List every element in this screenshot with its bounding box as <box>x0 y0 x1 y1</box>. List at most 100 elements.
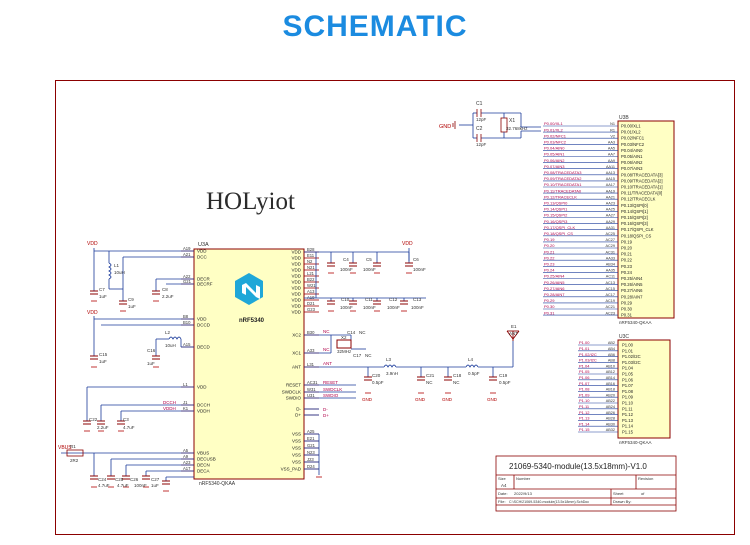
u3b-net-label: P0.28/AIN7 <box>544 292 565 297</box>
u3b-net-label: P0.07/AIN3 <box>544 164 565 169</box>
c22-label: C22 <box>89 417 98 422</box>
u3a-right-pin-number: E21 <box>307 436 315 441</box>
u3b-pin-number: AA23 <box>606 202 615 206</box>
c21-label: C21 <box>426 373 435 378</box>
u3b-net-label: P0.23 <box>544 262 555 267</box>
u3b-pin-number: AA19 <box>606 189 615 193</box>
c9-value: 1uF <box>128 304 136 309</box>
u3b-pin-name: P0.26/AIN5 <box>621 282 643 287</box>
c8-label: C8 <box>162 287 168 292</box>
u3a-left-pin-name: DECRF <box>197 282 213 287</box>
u3c-net-label: P1.12 <box>579 410 590 415</box>
u3a-name: nRF5340 <box>239 318 265 324</box>
u3a-left-pin-number: B10 <box>183 320 191 325</box>
u3a-left-pin-name: DECD <box>197 345 211 350</box>
c13-value: 100nF <box>411 305 424 310</box>
c14-label: C14 <box>347 330 356 335</box>
u3a-right-pin-number: A25 <box>307 429 315 434</box>
u3a-right-pin-number: A19 <box>307 295 315 300</box>
c26-label: C26 <box>130 477 139 482</box>
ant-net-label: ANT <box>323 361 332 366</box>
u3b-net-label: P0.12/TRACECLK <box>544 194 577 199</box>
u3b-pin-name: P0.30 <box>621 307 633 312</box>
swdclk-net-label: SWDCLK <box>323 387 342 392</box>
title-block-size-label: Size <box>498 476 507 481</box>
u3a-left-pin-number: A21 <box>183 252 191 257</box>
l1-value: 10uH <box>114 270 125 275</box>
u3c-pin-name: P1.13 <box>622 418 634 423</box>
u3b-pin-name: P0.20 <box>621 246 633 251</box>
l4-value: 0.5pF <box>468 371 480 376</box>
gnd-label-4: GND <box>487 397 498 402</box>
u3c-ref: U3C <box>619 334 629 340</box>
u3b-pin-number: AC11 <box>606 275 615 279</box>
u3c-pin-name: P1.00 <box>622 343 634 348</box>
c5-value: 100nF <box>363 267 376 272</box>
u3b-pin-name: P0.08/TRACEDATA[3] <box>621 172 663 177</box>
u3a-right-pin-name: VSS <box>292 446 301 451</box>
u3a-left-pin-number: A19 <box>183 246 191 251</box>
c16-value: 1uF <box>147 361 155 366</box>
c10-value: 100nF <box>340 305 353 310</box>
u3a-left-pin-name: DECR <box>197 277 211 282</box>
c16-label: C16 <box>147 348 156 353</box>
u3c-net-label: P1.14 <box>579 421 590 426</box>
u3b-pin-number: AC17 <box>606 293 616 297</box>
u3b-net-label: P0.21 <box>544 249 555 254</box>
u3b-pin-number: AC21 <box>606 305 616 309</box>
u3c-pin-number: AB6 <box>608 353 615 357</box>
c15-label: C15 <box>99 352 108 357</box>
u3b-pin-number: AA21 <box>606 195 615 199</box>
c18-label: C18 <box>453 373 462 378</box>
u3a-right-pin-number: AC31 <box>307 380 318 385</box>
u3a-left-pin-name: VDDH <box>197 409 210 414</box>
title-block-size: A4 <box>501 483 507 488</box>
u3c-net-label: P1.11 <box>579 404 590 409</box>
c4-value: 100nF <box>340 267 353 272</box>
c7-value: 1uF <box>99 294 107 299</box>
u3b-pin-number: AA25 <box>606 208 615 212</box>
u3b-pin-number: AC13 <box>606 281 616 285</box>
u3c-body <box>617 339 671 439</box>
vdd-label-mid: VDD <box>87 310 98 316</box>
u3b-net-label: P0.18/QSPI_CS <box>544 231 573 236</box>
u3b-pin-number: AC19 <box>606 299 616 303</box>
u3b-pin-name: P0.21 <box>621 252 633 257</box>
vbus-label: VBUS <box>58 445 72 451</box>
vdd-label-right: VDD <box>402 241 413 247</box>
u3c-part: nRF5340-QKAA <box>619 440 652 445</box>
u3a-right-pin-number: D24 <box>307 464 315 469</box>
u3b-pin-name: P0.01/XL2 <box>621 130 641 135</box>
u3b-net-label: P0.25/AIN4 <box>544 274 565 279</box>
u3c-pin-number: AB10 <box>606 364 615 368</box>
u3b-net-label: P0.24 <box>544 268 555 273</box>
title-block-of-label: of <box>641 491 645 496</box>
title-block-number-label: Number <box>516 476 531 481</box>
vddh-net-label: VDDH <box>163 406 176 411</box>
u3b-net-label: P0.30 <box>544 304 555 309</box>
u3b-pin-name: P0.06/AIN2 <box>621 160 643 165</box>
u3a-right-pin-name: VSS <box>292 439 301 444</box>
u3c-pin-number: AB22 <box>606 399 615 403</box>
u3a-right-pin-number: A13 <box>307 289 315 294</box>
c26-value: 100nF <box>134 483 147 488</box>
holyiot-logo: HOLyiot <box>206 188 295 215</box>
ant-label: ANT <box>509 331 518 336</box>
title-block-revision-label: Revision <box>638 476 653 481</box>
u3a-right-pin-number: W21 <box>307 283 316 288</box>
u3b-pin-name: P0.27/AIN6 <box>621 288 643 293</box>
u3b-pin-name: P0.19 <box>621 239 633 244</box>
r1-value: 2R2 <box>70 458 79 463</box>
gnd-label-3: GND <box>442 397 453 402</box>
u3a-part: nRF5340-QKAA <box>199 481 236 487</box>
c24-value: 4.7uF <box>98 483 110 488</box>
u3b-net-label: P0.03/NFC2 <box>544 140 567 145</box>
u3a-left-pin-name: DCCH <box>197 403 210 408</box>
u3c-net-label: P1.09 <box>579 392 590 397</box>
c20-label: C20 <box>372 373 381 378</box>
gnd-label-1: GND <box>362 397 373 402</box>
u3c-pin-name: P1.11 <box>622 406 633 411</box>
u3a-right-pin-name: SWDIO <box>286 396 302 401</box>
u3c-pin-name: P1.04 <box>622 366 634 371</box>
